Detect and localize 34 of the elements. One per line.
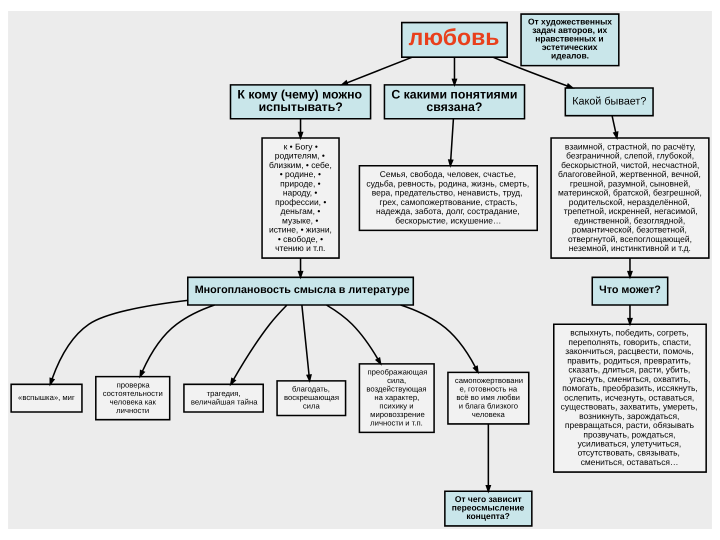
arrow bbox=[326, 304, 382, 366]
node-box: С какими понятиями связана? bbox=[384, 84, 526, 120]
arrow bbox=[139, 304, 215, 378]
arrow bbox=[448, 118, 454, 168]
node-box: благодать, воскрешающая сила bbox=[276, 380, 346, 416]
node-box: трагедия, величайшая тайна bbox=[183, 384, 264, 413]
node-box: «вспышка», миг bbox=[10, 384, 83, 413]
arrow bbox=[301, 305, 312, 383]
arrow bbox=[298, 258, 304, 280]
node-box: К кому (чему) можно испытывать? bbox=[230, 84, 372, 120]
arrow bbox=[627, 305, 633, 326]
node-box: взаимной, страстной, по расчёту, безграничной, слепой, глубокой, бескорыстной, чистой, несчастной, благоговейной, жертвенной, вечной, грешной, разумной, сыновней, материнской, братской, безгрешной, родительской, неразделённой, трепетной, искренней, негасимой, единственной, безоглядной, романтической, безответной, отвергнутой, всепоглощающей, неземной, инстинктивной и т.д. bbox=[550, 137, 710, 259]
node-box: Многоплановость смысла в литературе bbox=[187, 276, 414, 306]
arrow bbox=[492, 56, 575, 89]
node-box: Семья, свобода, человек, счастье, судьба, ревность, родина, жизнь, смерть, вера, предательство, ненависть, труд, грех, самопожертвование, страсть, надежда, забота, долг, сострадание, бескорыстие, искушение… bbox=[358, 164, 538, 232]
arrow bbox=[50, 300, 188, 386]
node-box: преображающая сила, воздействующая на характер, психику и мировоззрение личности и т.п. bbox=[358, 363, 435, 434]
arrow bbox=[298, 118, 304, 140]
node-box: самопожертвование, готовность на всё во имя любви и блага близкого человека bbox=[447, 372, 530, 425]
node-box: От художественных задач авторов, их нравственных и эстетических идеалов. bbox=[520, 13, 620, 66]
arrow bbox=[485, 424, 492, 494]
node-box: Какой бывает? bbox=[564, 87, 654, 116]
arrow bbox=[400, 304, 479, 374]
node-box: проверка состоятельности человека как личности bbox=[95, 376, 170, 420]
arrow bbox=[611, 116, 618, 140]
node-box: Что может? bbox=[591, 276, 668, 306]
node-box: От чего зависит переосмысление концепта? bbox=[444, 490, 533, 527]
node-box: к • Богу • родителям, • близким, • себе, • родине, • природе, • народу, • профессии, • деньгам, • музыке, • истине, • жизни, • свободе, • чтению и т.п. bbox=[261, 137, 340, 259]
node-box: любовь bbox=[400, 22, 508, 58]
arrow bbox=[340, 56, 412, 86]
arrow bbox=[230, 304, 288, 386]
arrow bbox=[452, 57, 458, 88]
arrow bbox=[627, 258, 633, 280]
node-box: вспыхнуть, победить, согреть, переполнять, говорить, спасти, закончиться, расцвести, помочь, править, родиться, превратить, сказать, длиться, расти, убить, угаснуть, смениться, охватить, помогать, преобразить, иссякнуть, ослепить, исчезнуть, оставаться, существовать, захватить, умереть, возникнуть, зарождаться, превращаться, расти, обязывать прозвучать, рождаться, усиливаться, улетучиться, отсутствовать, связывать, смениться, оставаться… bbox=[553, 324, 707, 473]
